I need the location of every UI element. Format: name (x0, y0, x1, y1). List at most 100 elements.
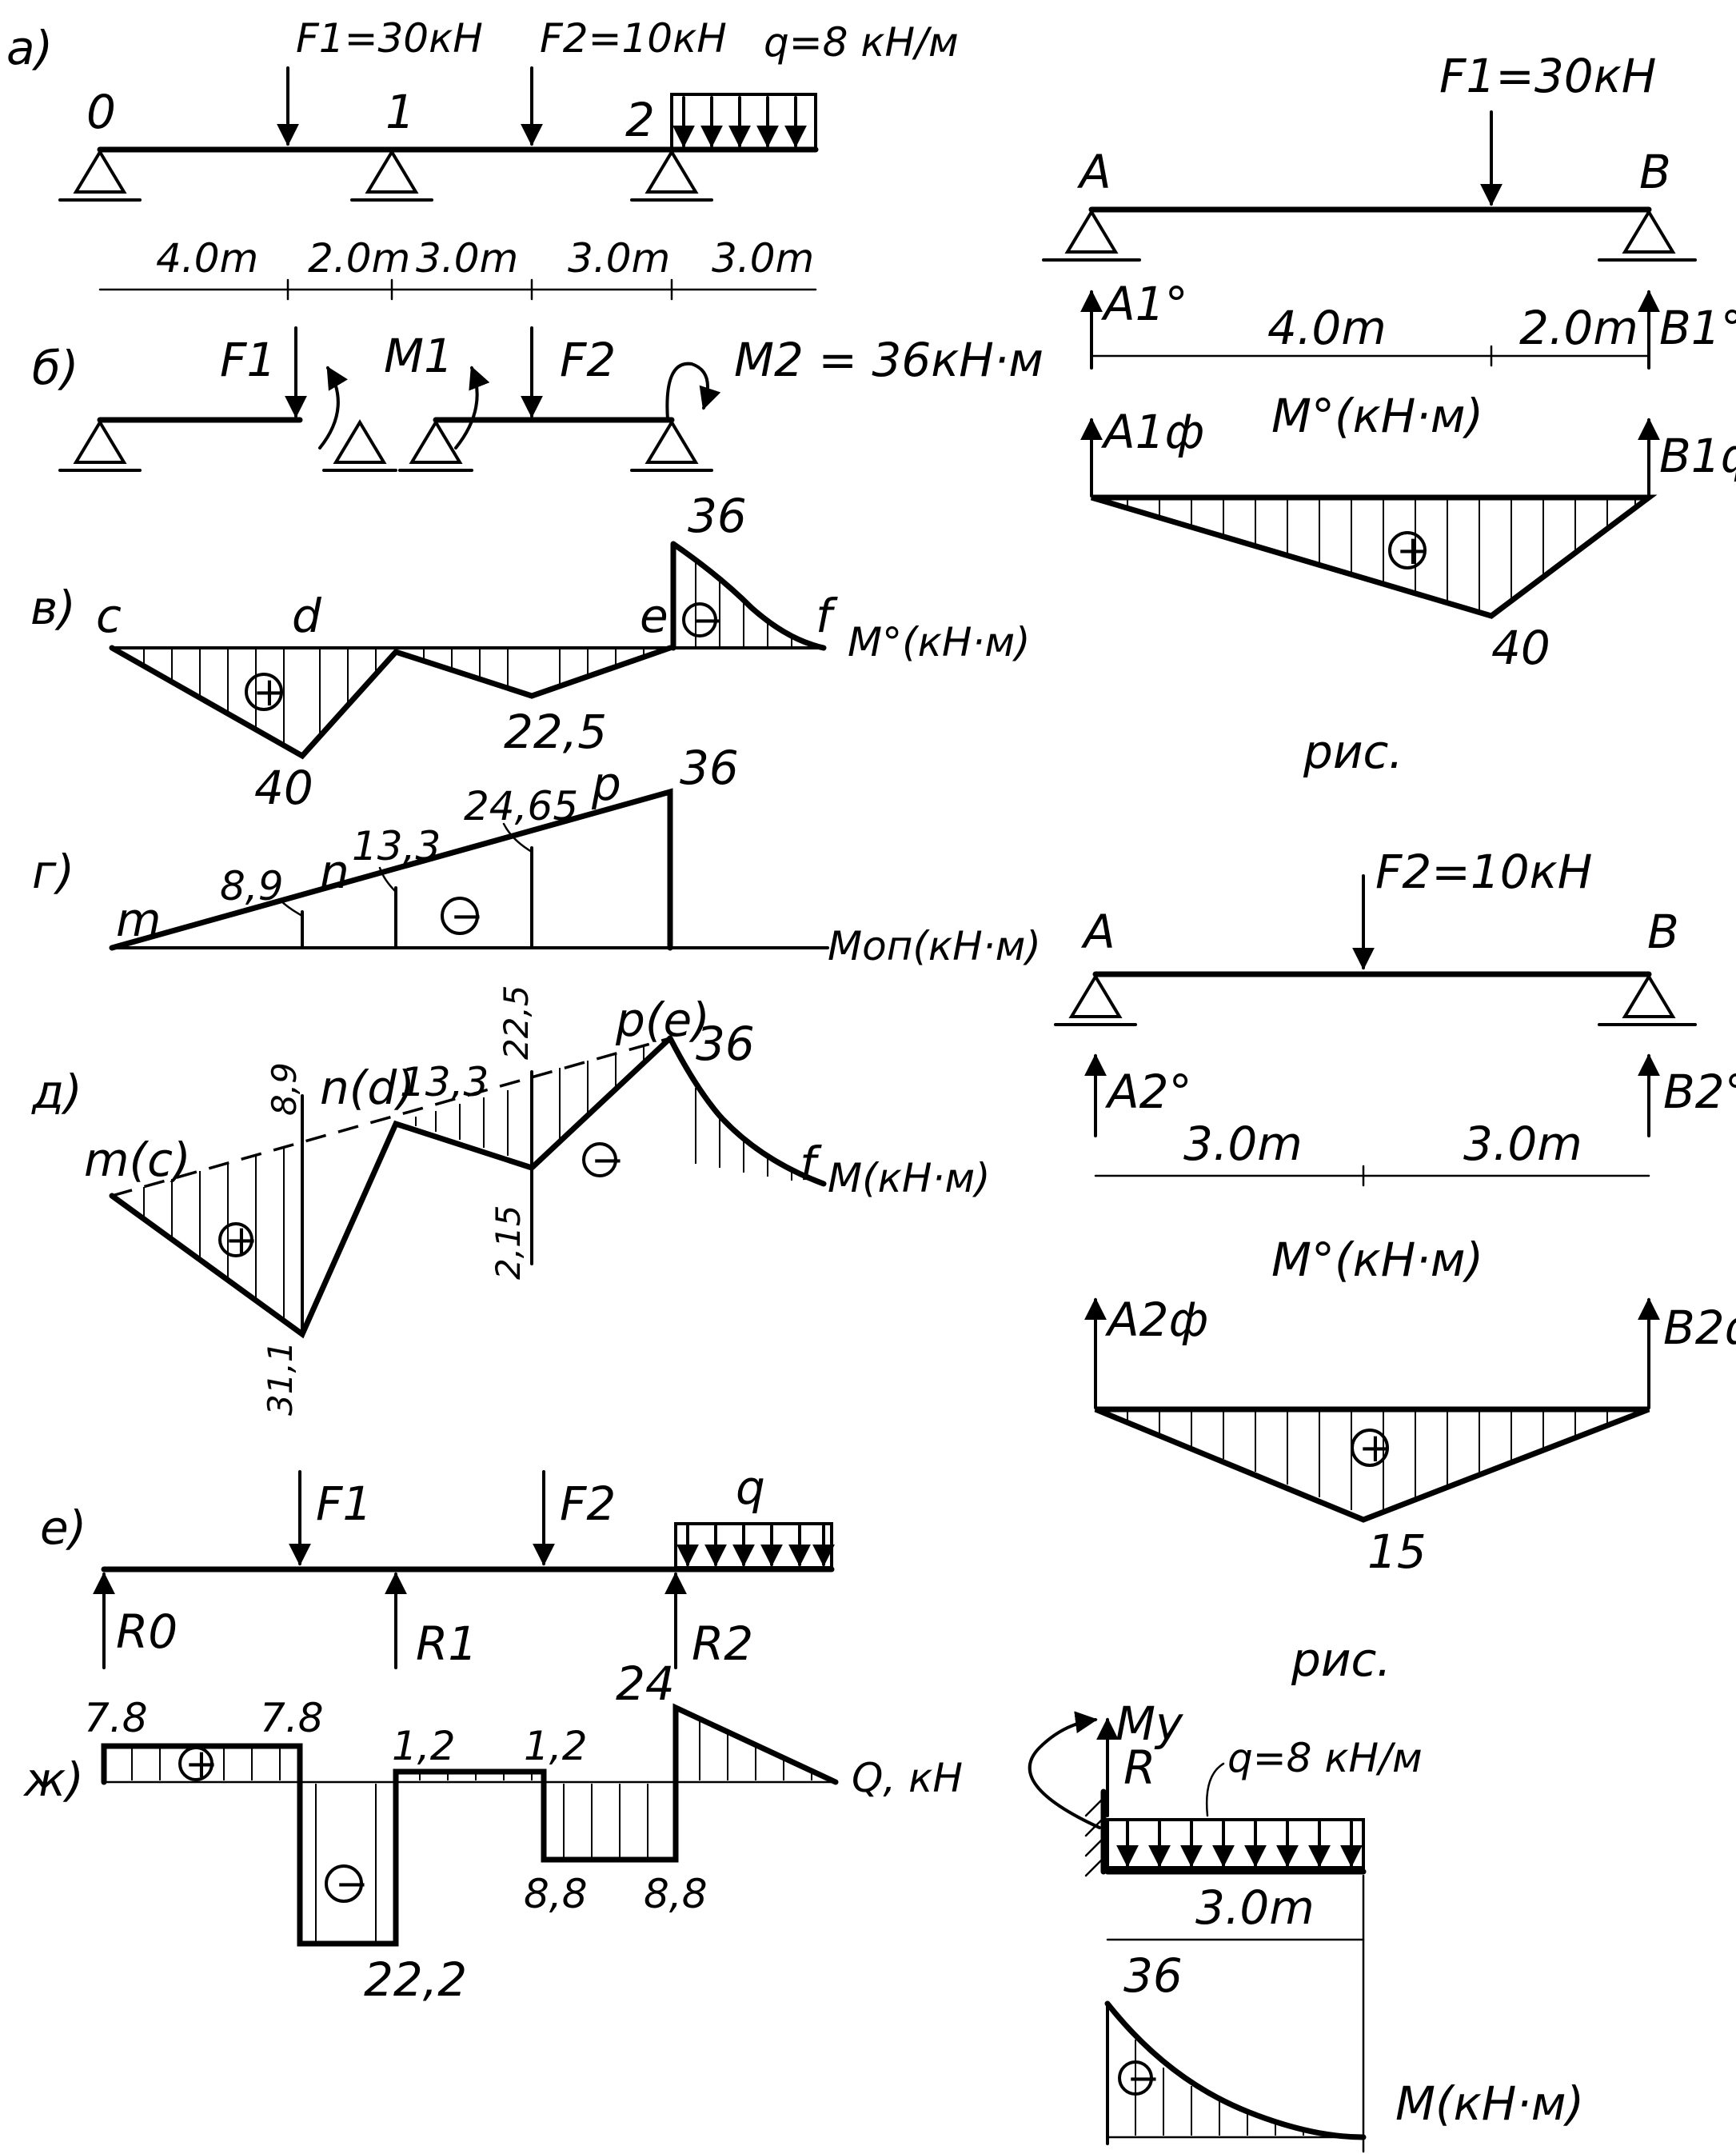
reaction-label-r1-A-bottom: A1ф (1100, 405, 1204, 459)
support-label-r2-B: B (1647, 905, 1679, 959)
value-v-36: 36 (688, 489, 747, 543)
panel-letter-v: в) (30, 581, 76, 635)
shear-diagram-zh (101, 1703, 839, 1947)
value-v-40: 40 (254, 761, 313, 815)
axis-label-v: M°(кН·м) (848, 619, 1031, 665)
hatching-r2 (1127, 1411, 1608, 1510)
value-d-8-9: 8,9 (265, 1062, 304, 1116)
reaction-label-r1-A-top: A1° (1100, 277, 1188, 331)
sign-minus-cantilever (1118, 2060, 1153, 2096)
pin-support-b1-left (322, 419, 397, 472)
value-v-22-5: 22,5 (504, 705, 607, 759)
q-label-cantilever: q=8 кН/м (1227, 1735, 1423, 1781)
dimension-ticks-a (286, 278, 673, 301)
value-g-13-3: 13,3 (352, 823, 441, 869)
force-label-F2: F2=10кН (540, 15, 727, 62)
panel-v: в) c d e f (30, 489, 1031, 815)
panel-b: б) F1 M1 F2 M2 = 36кН·м (32, 326, 1044, 472)
moment-diagram-r2 (1094, 1406, 1650, 1523)
value-d-36: 36 (696, 1017, 755, 1071)
reaction-label-R1: R1 (416, 1616, 477, 1671)
support-label-r1-B: B (1639, 145, 1671, 199)
point-d: d (292, 589, 322, 643)
sign-minus-d (582, 1142, 617, 1177)
span-label-r1-1: 4.0m (1267, 301, 1387, 355)
force-label-e-F2: F2 (560, 1477, 616, 1531)
value-zh-8-8-left: 8,8 (524, 1871, 588, 1917)
reaction-label-R0: R0 (116, 1605, 178, 1659)
point-e: e (640, 589, 668, 643)
pin-support-r2-A (1054, 973, 1137, 1026)
point-c: c (96, 589, 122, 643)
pin-support-b1-right (398, 419, 473, 472)
force-label-F1: F1=30кН (296, 15, 483, 62)
reaction-label-cantilever-R: R (1123, 1740, 1155, 1795)
pin-support-r2-B (1598, 973, 1697, 1026)
pin-support-r1-A (1042, 209, 1141, 262)
point-f: f (816, 589, 838, 643)
panel-zh: ж) + − 7.8 (22, 1656, 963, 2007)
force-label-b-F1: F1 (220, 333, 276, 387)
pin-support-2 (630, 149, 713, 202)
moment-arrow-M1-left (318, 366, 348, 450)
value-g-36: 36 (680, 741, 739, 795)
span-label-r2-2: 3.0m (1463, 1117, 1582, 1171)
support-label-r2-A: A (1080, 905, 1115, 959)
sign-plus-r2-text: + (1359, 1425, 1392, 1471)
point-m: m (116, 893, 162, 947)
value-zh-1-2-left: 1,2 (392, 1723, 456, 1769)
force-label-b-F2: F2 (560, 333, 616, 387)
hatching-r1 (1127, 499, 1636, 612)
support-label-1: 1 (385, 85, 415, 139)
pin-support-r1-B (1598, 209, 1697, 262)
point-m-c: m(c) (84, 1133, 191, 1187)
reaction-label-r1-B-bottom: B1ф (1659, 429, 1736, 483)
caption-cantilever: рис. (1291, 1632, 1391, 1687)
pin-support-1 (350, 149, 433, 202)
value-zh-24: 24 (616, 1656, 675, 1711)
moment-diagram-d (109, 1035, 673, 1339)
sign-minus-g-text: − (450, 893, 484, 939)
sign-plus-d (218, 1222, 253, 1257)
value-d-2-15: 2,15 (489, 1205, 528, 1280)
leader-q-cantilever (1206, 1762, 1225, 1817)
sign-minus-g (441, 897, 479, 935)
panel-letter-d: д) (31, 1065, 82, 1119)
q-label-e: q (736, 1461, 765, 1515)
moment-label-M1: M1 (384, 329, 453, 383)
sign-plus-r1 (1388, 531, 1427, 569)
moment-arrow-M1-right (454, 366, 490, 450)
span-label-5: 3.0m (712, 235, 814, 282)
axis-label-zh: Q, кН (852, 1755, 963, 1801)
point-n: n (320, 845, 349, 899)
hatching-zh (131, 1720, 812, 1942)
sign-minus-d-text: − (591, 1137, 625, 1183)
reaction-label-R2: R2 (692, 1616, 753, 1671)
point-p-e: p(e) (615, 993, 710, 1047)
point-n-d: n(d) (320, 1061, 415, 1115)
sign-plus-zh-text: + (185, 1740, 218, 1787)
panel-letter-zh: ж) (22, 1752, 84, 1807)
panel-e: е) F1 F2 q R0 R1 R2 (40, 1461, 835, 1671)
closing-line-d (111, 1037, 671, 1197)
moment-curve-v (670, 541, 827, 651)
sign-plus-zh (178, 1746, 214, 1781)
value-zh-7-8-left: 7.8 (84, 1695, 148, 1741)
value-cantilever-36: 36 (1123, 1948, 1183, 2003)
axis-label-g: Mоп(кН·м) (828, 923, 1041, 969)
hatching-d (143, 1045, 792, 1321)
value-r1-40: 40 (1491, 621, 1550, 675)
value-r2-15: 15 (1367, 1525, 1427, 1579)
reaction-label-r2-B-top: B2° (1663, 1065, 1736, 1119)
support-label-2: 2 (625, 93, 655, 147)
span-label-3: 3.0m (416, 235, 518, 282)
sign-minus-v (682, 602, 717, 637)
right-cantilever: рис. My R q=8 кН/м 3.0m 36 (1028, 1632, 1584, 2153)
q-label: q=8 кН/м (764, 19, 959, 66)
moment-arrow-My (1028, 1711, 1101, 1829)
value-d-31-1: 31,1 (261, 1341, 300, 1416)
sign-minus-zh (325, 1864, 363, 1903)
panel-g: г) m n p 8,9 13,3 24,65 36 − Mоп(кН·м) (32, 741, 1041, 969)
caption-r1: рис. (1303, 725, 1403, 779)
